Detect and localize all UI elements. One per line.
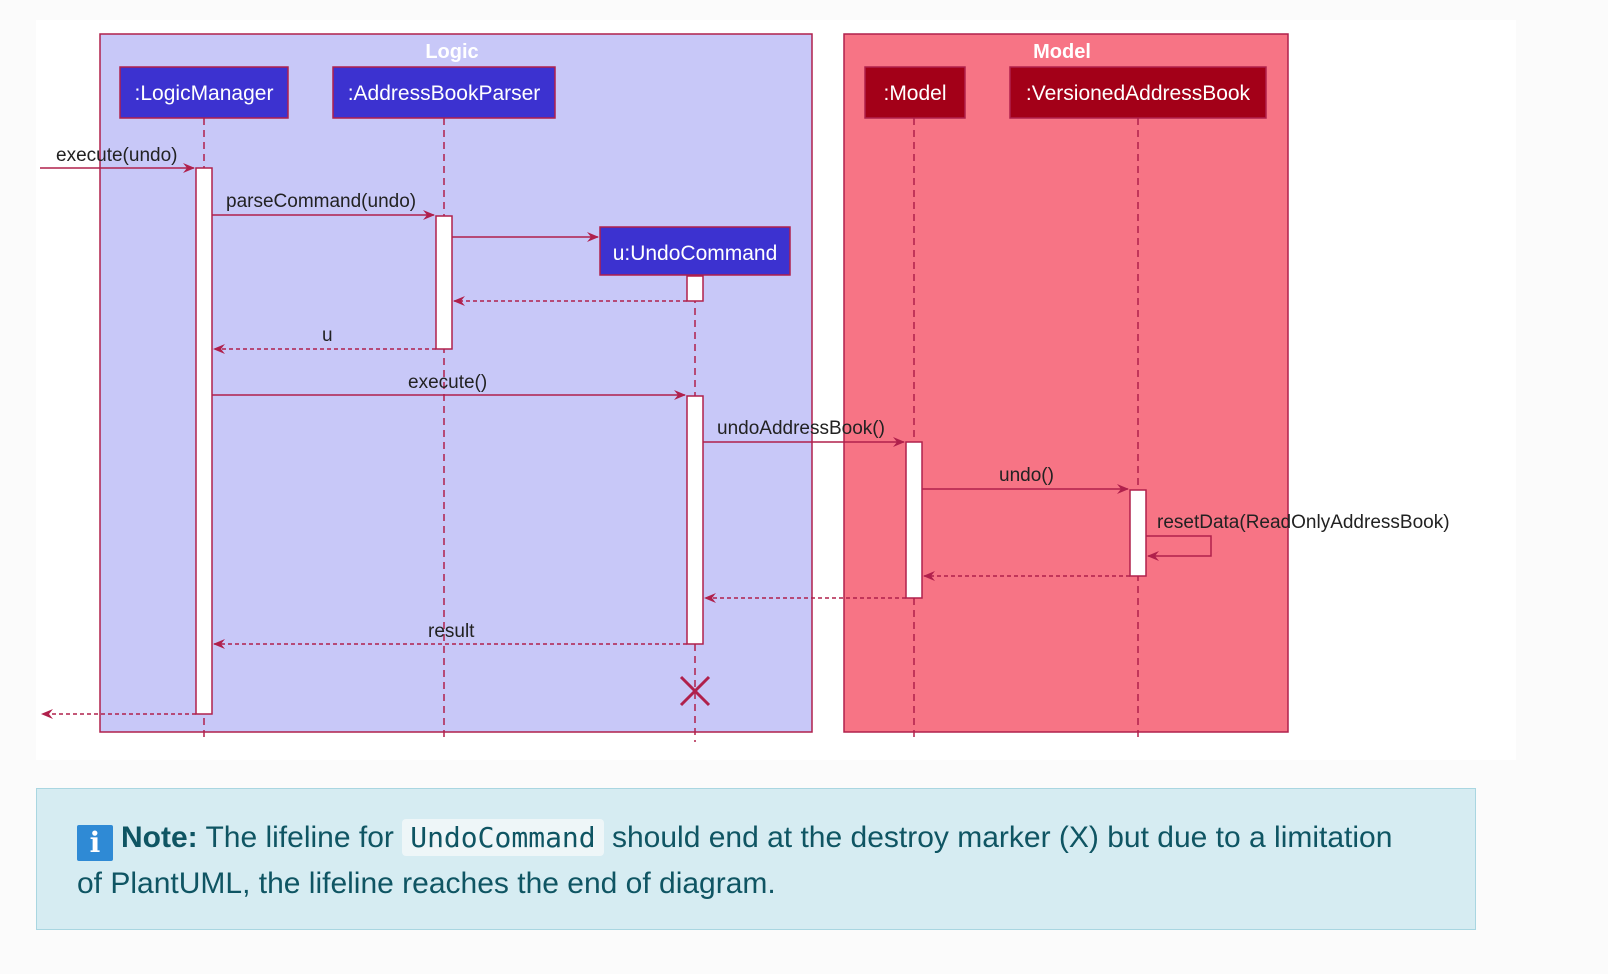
return-u-label: u — [322, 325, 333, 346]
undo-address-book-label: undoAddressBook() — [717, 418, 885, 439]
versioned-address-book-activation — [1129, 489, 1147, 577]
undo-label: undo() — [999, 465, 1054, 486]
parser-label: :AddressBookParser — [348, 82, 541, 105]
logic-manager-participant — [119, 66, 289, 119]
model-label: :Model — [883, 82, 946, 105]
note-text-after: should end at the destroy marker (X) but… — [77, 821, 1393, 900]
model-group-box — [843, 33, 1289, 733]
versioned-address-book-label: :VersionedAddressBook — [1026, 82, 1251, 105]
undo-command-participant — [599, 226, 791, 276]
undo-command-execute-activation — [686, 395, 704, 645]
sequence-diagram: Logic Model :LogicManager :AddressBookPa… — [40, 33, 1450, 742]
undo-command-construct-activation — [686, 275, 704, 302]
logic-manager-label: :LogicManager — [135, 82, 274, 105]
undo-command-label: u:UndoCommand — [613, 242, 778, 265]
result-label: result — [428, 621, 475, 642]
parse-command-label: parseCommand(undo) — [226, 191, 416, 212]
execute-label: execute() — [408, 372, 487, 393]
model-activation — [905, 441, 923, 599]
destroy-marker — [679, 675, 711, 707]
logic-group-title: Logic — [425, 41, 478, 63]
execute-undo-label: execute(undo) — [56, 145, 177, 166]
parser-participant — [332, 66, 556, 119]
info-icon: i — [77, 825, 113, 861]
versioned-address-book-participant — [1009, 66, 1267, 119]
parser-activation — [435, 215, 453, 350]
note-label: Note: — [121, 821, 198, 854]
sequence-diagram-container: Logic Model :LogicManager :AddressBookPa… — [36, 20, 1516, 760]
model-participant — [864, 66, 966, 119]
note-code: UndoCommand — [402, 819, 604, 856]
note-text-before: The lifeline for — [197, 821, 403, 854]
model-group-title: Model — [1033, 41, 1091, 63]
logic-manager-activation — [195, 167, 213, 715]
reset-data-label: resetData(ReadOnlyAddressBook) — [1157, 512, 1450, 533]
reset-data-self-arrow — [1146, 535, 1212, 561]
